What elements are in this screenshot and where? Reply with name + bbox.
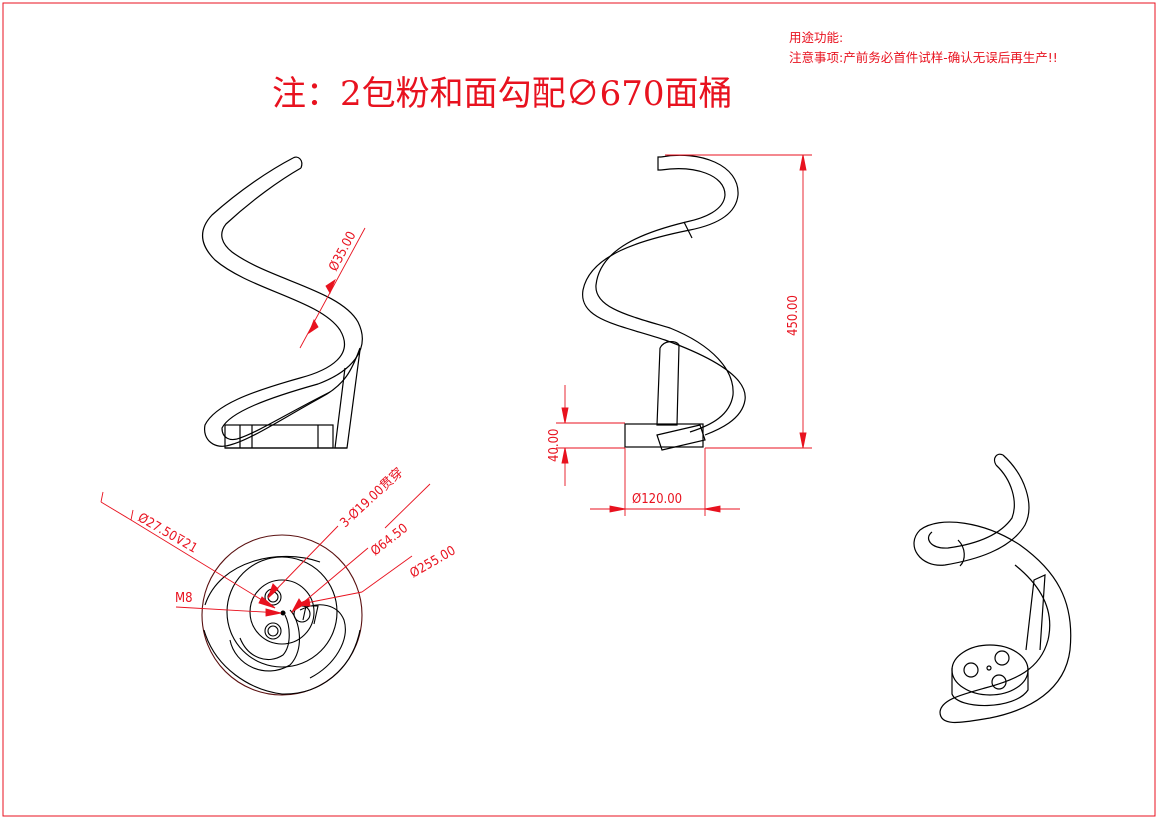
label-thread: M8 <box>175 591 193 606</box>
label-counterbore: Ø27.50⊽21 <box>135 510 200 556</box>
front-view-left <box>202 156 363 449</box>
top-view <box>201 534 363 696</box>
dim-tube-diameter <box>299 227 366 349</box>
label-base-diameter: Ø120.00 <box>632 492 682 507</box>
label-bolt-circle: Ø64.50 <box>368 521 411 559</box>
label-base-height: 40.00 <box>547 429 562 462</box>
page-title: 注：2包粉和面勾配∅670面桶 <box>272 74 733 114</box>
label-tube-diameter: Ø35.00 <box>326 229 359 274</box>
iso-view <box>913 453 1072 724</box>
label-outer-diameter: Ø255.00 <box>408 543 459 581</box>
dim-base-height <box>556 385 625 486</box>
note-caution: 注意事项:产前务必首件试样-确认无误后再生产!! <box>789 50 1058 65</box>
dim-top-leaders <box>100 483 431 617</box>
dim-base-diameter <box>590 448 740 516</box>
label-through-holes: 3-Ø19.00贯穿 <box>337 464 407 530</box>
note-purpose: 用途功能: <box>789 30 844 45</box>
dim-height <box>665 154 812 449</box>
side-view <box>582 154 746 451</box>
label-height: 450.00 <box>786 295 801 336</box>
